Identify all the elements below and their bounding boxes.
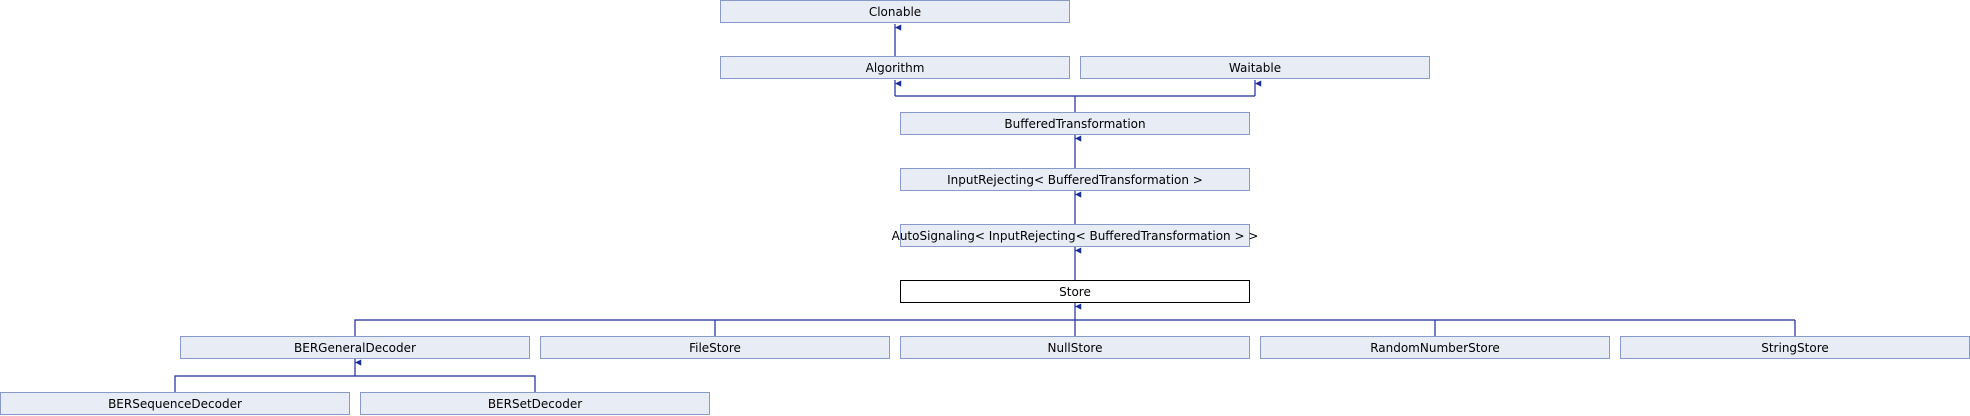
node-autosignaling[interactable]: AutoSignaling< InputRejecting< BufferedT… [892,224,1258,247]
node-bersequencedecoder[interactable]: BERSequenceDecoder [0,392,350,415]
edge-subclasses-bus [354,319,1796,336]
node-inputrejecting[interactable]: InputRejecting< BufferedTransformation > [900,168,1250,191]
node-stringstore[interactable]: StringStore [1620,336,1970,359]
node-bersetdecoder[interactable]: BERSetDecoder [360,392,710,415]
node-nullstore[interactable]: NullStore [900,336,1250,359]
node-bufferedtransformation[interactable]: BufferedTransformation [900,112,1250,135]
node-filestore[interactable]: FileStore [540,336,890,359]
node-bergeneraldecoder[interactable]: BERGeneralDecoder [180,336,530,359]
node-clonable[interactable]: Clonable [720,0,1070,23]
node-store: Store [900,280,1250,303]
node-waitable[interactable]: Waitable [1080,56,1430,79]
edge-berdecoders-bus [174,375,536,392]
node-randomnumberstore[interactable]: RandomNumberStore [1260,336,1610,359]
edge-bufferedtransformation-base [895,95,1255,112]
node-algorithm[interactable]: Algorithm [720,56,1070,79]
